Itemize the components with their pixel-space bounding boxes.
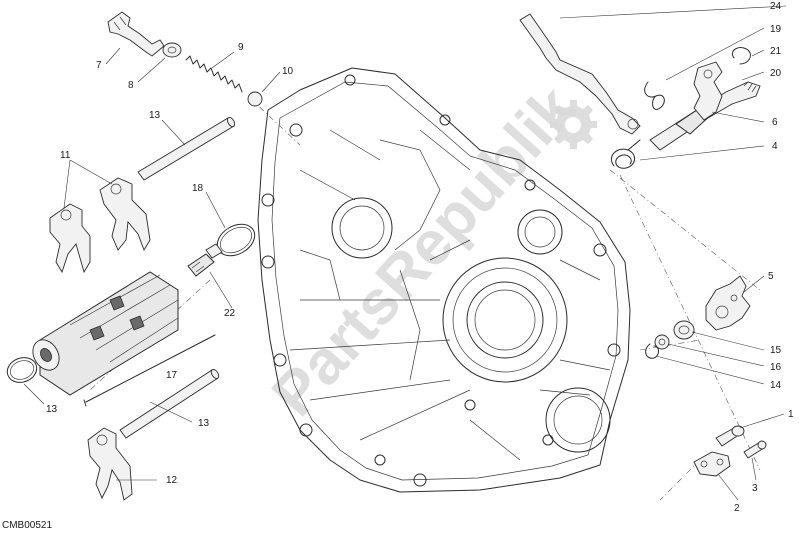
- watermark: PartsRepublik: [259, 73, 590, 429]
- gear-watermark-icon: [550, 100, 597, 149]
- part-13-rod-upper: [137, 116, 236, 181]
- part-20-spring: [644, 81, 665, 110]
- bolt-holes: [261, 74, 621, 487]
- part-1-bolt: [715, 425, 745, 447]
- part-6-selector-shaft: [649, 61, 761, 151]
- callout-labels: 7 8 9 10 13 11 18 22 17 13 13 13 12 24 1…: [46, 1, 794, 514]
- callout-14: 13: [46, 404, 58, 415]
- part-8-washer: [162, 42, 182, 58]
- callout-1: 1: [788, 409, 794, 420]
- crankcase-half: [257, 67, 631, 493]
- callout-22: 21: [770, 46, 782, 57]
- part-10-ball: [247, 91, 263, 107]
- part-16-washer: [673, 320, 695, 340]
- callout-16: 15: [770, 345, 782, 356]
- callout-17: 16: [770, 362, 782, 373]
- callout-7: 7: [96, 60, 102, 71]
- callout-23: 22: [224, 308, 236, 319]
- part-11-shift-fork-right: [99, 177, 151, 252]
- callout-10: 10: [282, 66, 294, 77]
- part-18-shift-drum: [32, 271, 179, 396]
- part-2-bracket: [693, 451, 731, 477]
- part-11-shift-fork-left: [49, 203, 91, 274]
- part-17-washer: [654, 334, 670, 350]
- callout-15: 14: [770, 380, 782, 391]
- callout-11: 11: [60, 150, 71, 161]
- callout-12: 12: [166, 475, 178, 486]
- part-13-rod-lower: [119, 369, 220, 439]
- diagram-code: CMB00521: [2, 520, 52, 531]
- part-3-screw: [743, 440, 767, 459]
- callout-18: 17: [166, 370, 178, 381]
- callout-6: 6: [772, 117, 778, 128]
- callout-3: 3: [752, 483, 758, 494]
- callout-19: 18: [192, 183, 204, 194]
- callout-5: 5: [768, 271, 774, 282]
- part-23-sensor: [187, 243, 223, 277]
- callout-8: 8: [128, 80, 134, 91]
- part-12-shift-fork: [87, 427, 133, 501]
- part-22-circlip: [732, 47, 751, 65]
- part-19-o-ring: [216, 223, 256, 257]
- callout-4: 4: [772, 141, 778, 152]
- part-4-torsion-spring: [610, 139, 641, 169]
- watermark-text: PartsRepublik: [259, 73, 590, 429]
- part-18-bracket: [83, 334, 216, 407]
- leader-lines: [23, 5, 787, 501]
- part-9-spring: [185, 55, 243, 93]
- callout-13-lower-label: 13: [198, 418, 210, 429]
- part-5-plate: [705, 275, 751, 331]
- callout-2: 2: [734, 503, 740, 514]
- part-24-shift-lever: [519, 13, 641, 135]
- callout-20: 19: [770, 24, 782, 35]
- callout-13-upper: 13: [149, 110, 161, 121]
- part-15-circlip: [645, 343, 659, 359]
- callout-9: 9: [238, 42, 244, 53]
- callout-24: 24: [770, 1, 782, 12]
- callout-21: 20: [770, 68, 782, 79]
- part-14-circlip: [6, 357, 38, 383]
- part-7-pin: [107, 11, 165, 57]
